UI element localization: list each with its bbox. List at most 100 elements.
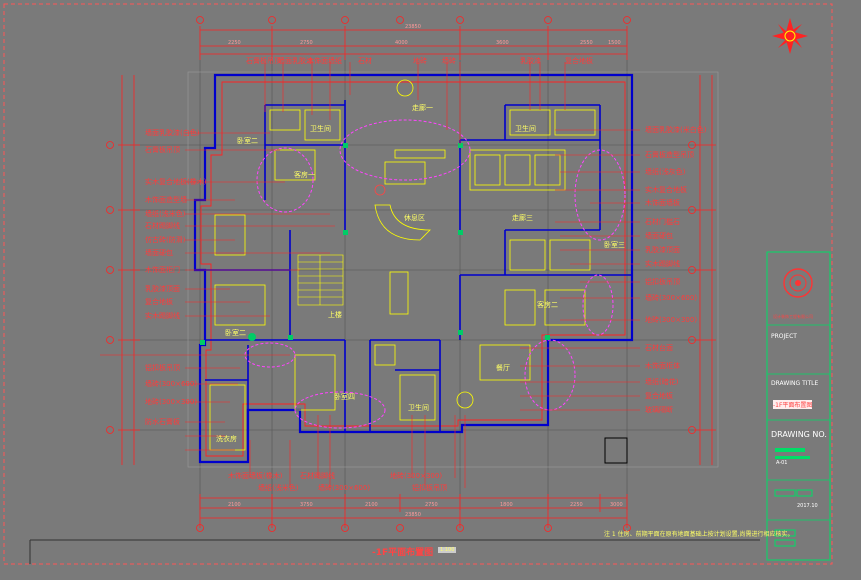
right-callout-label: 墙纸(暗花) xyxy=(645,378,679,386)
bottom-callout-label: 地砖(300×300) xyxy=(390,472,443,480)
top-callout-label: 木饰面 xyxy=(307,57,328,65)
top-callout-label: 墙纸 xyxy=(328,57,342,65)
top-callout-label: 墙砖 xyxy=(442,57,456,65)
room-label-toilet-top: 卫生间 xyxy=(310,125,331,133)
furniture xyxy=(209,79,596,451)
bottom-callout-label: 铝扣板吊顶 xyxy=(412,484,447,492)
left-callout-label: 石膏板吊顶 xyxy=(145,146,180,154)
company-logo-icon xyxy=(783,268,813,298)
top-dimension-text: 3600 xyxy=(496,40,509,46)
right-callout-label: 铝扣板吊顶 xyxy=(645,278,680,286)
top-dimension-text: 4000 xyxy=(395,40,408,46)
right-callout-label: 实木踢脚线 xyxy=(645,260,680,268)
right-callout-label: 墙砖(300×600) xyxy=(645,294,698,302)
project-label: PROJECT xyxy=(771,333,797,340)
right-callout-label: 墙面硬包 xyxy=(645,232,673,240)
columns xyxy=(200,143,550,345)
interior-walls xyxy=(205,100,632,432)
total-dimension-text: 23850 xyxy=(405,24,421,30)
bottom-callout-label: 墙砖(300×600) xyxy=(318,484,371,492)
room-label-bath-right: 卫生间 xyxy=(515,125,536,133)
bottom-callout-label: 木饰面墙板(橡木) xyxy=(228,472,283,480)
top-callout-label: 石材 xyxy=(358,57,372,65)
right-callout-label: 墙面乳胶漆(米白色) xyxy=(645,126,707,134)
axis-bubbles xyxy=(106,16,696,532)
right-callout-label: 墙纸(浅灰色) xyxy=(645,168,686,176)
right-callout-label: 石材门槛石 xyxy=(645,218,680,226)
top-callout-label: 乳胶漆 xyxy=(520,57,541,65)
drawing-title: -1F平面布置图 xyxy=(773,400,813,409)
outer-outline xyxy=(200,81,626,457)
room-label-bedroom-left: 客房一 xyxy=(294,171,315,179)
left-callout-label: 墙面硬包 xyxy=(145,249,173,257)
left-callout-label: 石材踢脚线 xyxy=(145,222,180,230)
plan-note: 注 1 住房、前期平面在原有地面基础上按计划设置,尚需进行相应核实。 xyxy=(604,531,794,538)
left-callout-label: 木饰面造型墙 xyxy=(145,196,187,204)
bottom-dimensions xyxy=(199,494,628,528)
title-block xyxy=(766,251,831,561)
room-label-bedroom-right-top: 卧室三 xyxy=(604,241,625,249)
drawing-date: 2017.10 xyxy=(797,503,818,509)
left-callout-label: 仿古砖(防滑) xyxy=(145,236,186,244)
bottom-dimension-text: 2100 xyxy=(228,502,241,508)
right-callout-label: 地砖(300×300) xyxy=(645,316,698,324)
room-label-bedroom-left-note: 卧室二 xyxy=(237,137,258,145)
left-callout-label: 复合地板 xyxy=(145,298,173,306)
room-label-stair: 上楼 xyxy=(328,311,342,319)
right-callout-label: 玻璃隔断 xyxy=(645,406,673,414)
top-dimension-text: 2750 xyxy=(300,40,313,46)
bottom-dimension-text: 1800 xyxy=(500,502,513,508)
bottom-leaders xyxy=(249,415,466,488)
plan-scale: 1:100 xyxy=(438,547,457,553)
left-callout-label: 木饰面柜门 xyxy=(145,266,180,274)
right-callout-label: 石材台面 xyxy=(645,344,673,352)
room-label-bedroom-bottom: 卧室四 xyxy=(334,393,355,401)
bottom-callout-label: 墙纸(浅米色) xyxy=(258,484,299,492)
bottom-dimension-text: 2100 xyxy=(365,502,378,508)
right-callout-label: 木饰面墙板 xyxy=(645,199,680,207)
left-callout-label: 地砖(300×300) xyxy=(145,398,198,406)
plan-title: -1F平面布置图 xyxy=(372,548,434,558)
room-label-bedroom-left-low: 卧室二 xyxy=(225,329,246,337)
left-callout-label: 墙砖(300×600) xyxy=(145,380,198,388)
left-callout-label: 乳胶漆顶面 xyxy=(145,285,180,293)
side-dimensions xyxy=(118,75,716,465)
top-callout-label: 复合地板 xyxy=(565,57,593,65)
north-arrow-icon xyxy=(772,18,808,54)
right-callout-label: 石膏板造型吊顶 xyxy=(645,151,694,159)
right-callout-label: 实木复合地板 xyxy=(645,186,687,194)
room-label-dining: 餐厅 xyxy=(496,364,510,372)
drawing-no-label: DRAWING NO. xyxy=(771,430,827,439)
room-label-laundry: 洗衣房 xyxy=(216,435,237,443)
left-callout-label: 铝扣板吊顶 xyxy=(145,364,180,372)
left-callout-label: 防水石膏板 xyxy=(145,418,180,426)
top-callout-label: 石膏板吊顶 xyxy=(246,57,281,65)
room-label-hall-right: 走廊三 xyxy=(512,214,533,222)
bottom-dimension-text: 2250 xyxy=(570,502,583,508)
left-callout-label: 实木复合地板(橡木) xyxy=(145,178,207,186)
right-callout-label: 乳胶漆顶面 xyxy=(645,246,680,254)
top-dimensions xyxy=(199,26,628,60)
top-callout-label: 地砖 xyxy=(413,57,427,65)
bottom-dimension-text: 3750 xyxy=(300,502,313,508)
left-callout-label: 墙纸(浅米色) xyxy=(145,210,186,218)
right-callout-label: 复合地板 xyxy=(645,392,673,400)
left-callout-label: 墙面乳胶漆(白色) xyxy=(145,129,200,137)
top-dimension-text: 2550 xyxy=(580,40,593,46)
bottom-dimension-text: 3000 xyxy=(610,502,623,508)
right-leaders xyxy=(520,129,640,411)
room-label-living: 休息区 xyxy=(404,214,425,222)
bottom-callout-label: 石材踢脚线 xyxy=(300,472,335,480)
left-leaders xyxy=(100,132,335,451)
room-label-bath-bottom: 卫生间 xyxy=(408,404,429,412)
room-label-corridor-top: 走廊一 xyxy=(412,104,433,112)
staircase xyxy=(297,254,344,306)
right-callout-label: 木饰面柜体 xyxy=(645,362,680,370)
total-dimension-text: 23850 xyxy=(405,512,421,518)
top-callout-label: 墙面乳胶漆 xyxy=(278,57,313,65)
top-leaders xyxy=(264,62,566,145)
left-callout-label: 实木踢脚线 xyxy=(145,312,180,320)
top-dimension-text: 2250 xyxy=(228,40,241,46)
